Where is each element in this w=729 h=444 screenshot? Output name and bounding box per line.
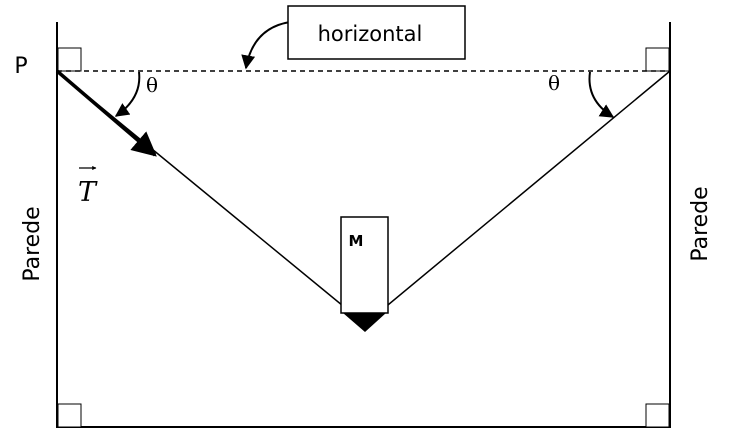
angle-arrow-left: [114, 71, 141, 117]
horizontal-label-box: [287, 5, 466, 60]
horizontal-callout-arrow: [241, 21, 291, 70]
wall-left-label: Parede: [20, 206, 45, 281]
right-angle-marker-top-left: [57, 47, 82, 72]
wall-right-label: Parede: [688, 186, 713, 261]
tension-vector-arrow: [55, 69, 157, 157]
right-angle-marker-bottom-right: [645, 403, 670, 428]
right-angle-marker-bottom-left: [57, 403, 82, 428]
mass-label: M: [349, 232, 364, 250]
mass-hook: [343, 313, 386, 332]
right-angle-marker-top-right: [645, 47, 670, 72]
right-angle-markers: [57, 47, 670, 428]
rope-right-segment: [364, 70, 671, 325]
horizontal-label: horizontal: [318, 22, 423, 46]
tension-symbol: T: [78, 177, 98, 208]
theta-right-label: θ: [548, 71, 560, 95]
point-p-label: P: [14, 54, 27, 79]
angle-arrow-right: [588, 71, 615, 118]
theta-left-label: θ: [146, 73, 158, 97]
